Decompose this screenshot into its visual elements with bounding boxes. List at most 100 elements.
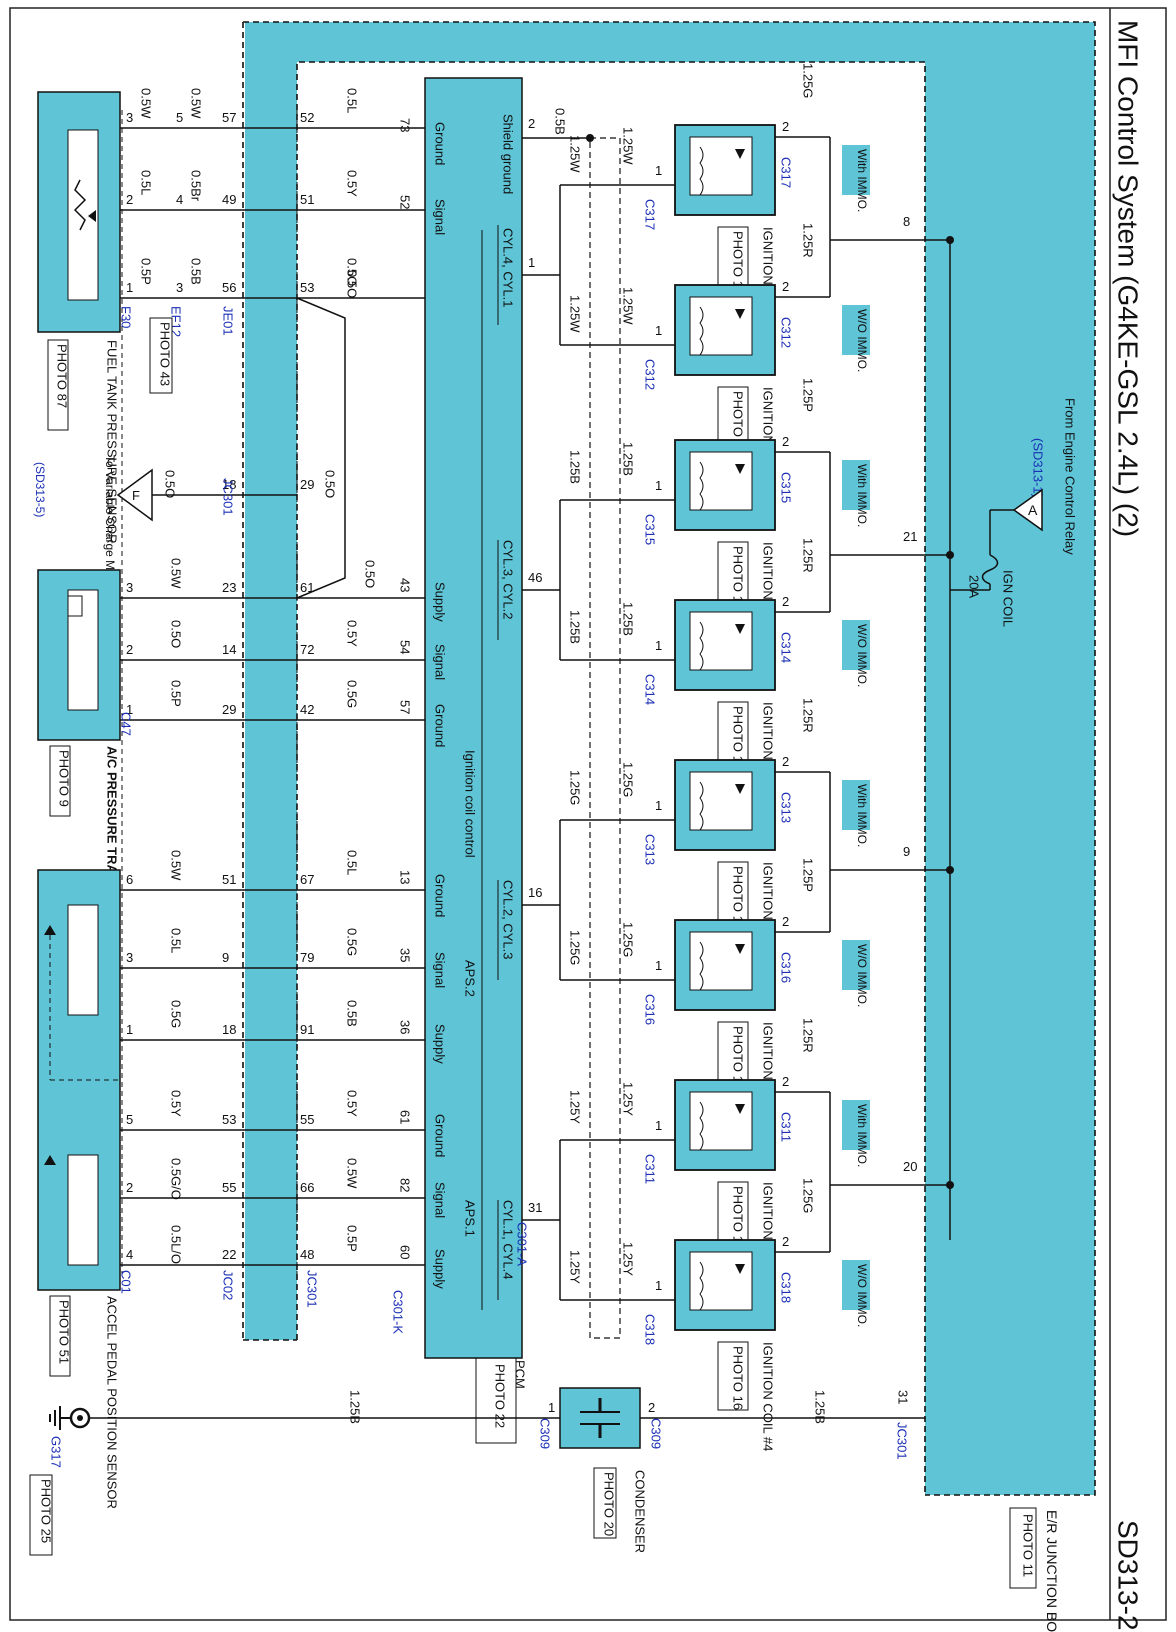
- junction-box-photo: PHOTO 11: [1021, 1514, 1036, 1577]
- diode-icon: [735, 149, 745, 159]
- jc301-pin: 55: [300, 1112, 314, 1127]
- jc301-bottom-connector: JC301: [305, 1270, 320, 1308]
- ef12-photo-box: [149, 317, 173, 394]
- apps-connector: C01: [119, 1270, 134, 1294]
- pcm-wire-label: 0.5L: [345, 88, 360, 113]
- condenser-name: CONDENSER: [633, 1470, 648, 1553]
- pcm-wire-label: 0.5O: [345, 258, 360, 286]
- pcm-ignition-pin: 1: [528, 255, 535, 270]
- with-immo-label: With IMMO.: [855, 464, 869, 527]
- ef12-photo: PHOTO 43: [158, 322, 173, 386]
- engine-relay-arrow-icon: [1012, 488, 1043, 532]
- diode-icon: [735, 784, 745, 794]
- vcm-letter: F: [132, 488, 140, 503]
- pcm-pin-label-ground: Ground: [433, 122, 448, 165]
- apps-photo: PHOTO 51: [57, 1300, 72, 1364]
- fuel-wire-label: 0.5P: [139, 258, 154, 285]
- fuel-tank-connector: F30: [119, 306, 134, 328]
- coil-winding-icon: [699, 621, 704, 671]
- coil-signal-wire-label: 1.25W: [621, 287, 636, 325]
- coil-signal-pin: 1: [655, 798, 662, 813]
- coil-trunk-wire-label: 1.25G: [568, 930, 583, 965]
- pcm-connector-k: C301-K: [391, 1290, 406, 1334]
- jb-pin-p8: 8: [903, 214, 910, 229]
- pcm-group-cyl32: CYL.3, CYL.2: [501, 540, 516, 620]
- wiper-arrow-icon: [88, 210, 96, 222]
- pcm-ignition-pin: 46: [528, 570, 542, 585]
- apps-wire-label: 0.5Y: [169, 1090, 184, 1117]
- vcm-pin: 18: [222, 477, 236, 492]
- apps-jc-pin: 51: [222, 872, 236, 887]
- vcm-pcm-wire-label: 0.5O: [323, 470, 338, 498]
- coil-signal-connector: C313: [643, 834, 658, 865]
- diode-icon: [735, 1104, 745, 1114]
- jc301-pin: 61: [300, 580, 314, 595]
- apps-pot-1: [67, 1154, 99, 1266]
- apps-pin: 1: [126, 1022, 133, 1037]
- coil-power-wire-label: 1.25R: [801, 1018, 816, 1053]
- coil-symbol-icon: [689, 771, 753, 831]
- coil-signal-wire-label: 1.25B: [621, 442, 636, 476]
- pcm-pin-number: 60: [398, 1245, 413, 1259]
- apps-pin: 6: [126, 872, 133, 887]
- ac-jc-pin: 23: [222, 580, 236, 595]
- fuel-sensor-pin: 3: [126, 110, 133, 125]
- coil-photo: PHOTO 16: [731, 546, 746, 610]
- coil-photo: PHOTO 16: [731, 231, 746, 295]
- coil-signal-pin: 1: [655, 958, 662, 973]
- pcm-pin-label-supply: Supply: [433, 1024, 448, 1064]
- condenser-pin-top: 2: [648, 1400, 655, 1415]
- wo-immo-label: W/O IMMO.: [855, 944, 869, 1007]
- pcm-pin-label-supply: Supply: [433, 582, 448, 622]
- jb-pin-31: 31: [896, 1390, 911, 1404]
- jc301-pin: 53: [300, 280, 314, 295]
- pcm-pin-label-ground: Ground: [433, 1114, 448, 1157]
- coil-power-pin: 2: [782, 119, 789, 134]
- ac-pcm-wire-label: 0.5G: [345, 680, 360, 708]
- pcm-group-cyl14: CYL.1, CYL.4: [501, 1200, 516, 1280]
- coil-connector: C315: [779, 472, 794, 503]
- jc301-pin: 51: [300, 192, 314, 207]
- coil-trunk-wire-label: 1.25G: [568, 770, 583, 805]
- coil-power-pin: 2: [782, 594, 789, 609]
- apps-photo-box: [49, 1295, 71, 1377]
- pcm-aps2: APS.2: [463, 960, 478, 997]
- shield-pin: 2: [528, 116, 535, 131]
- coil-trunk-wire-label: 1.25W: [568, 295, 583, 333]
- pcm-pin-number: 82: [398, 1178, 413, 1192]
- engine-relay-ref: (SD313-1): [1031, 438, 1046, 498]
- coil-connector: C313: [779, 792, 794, 823]
- bus-splice: [946, 866, 954, 874]
- pcm-group-cyl41: CYL.4, CYL.1: [501, 228, 516, 308]
- jb-connector-jc301: JC301: [895, 1422, 910, 1460]
- coil-photo: PHOTO 16: [731, 391, 746, 455]
- coil-power-wire-label: 1.25G: [801, 63, 816, 98]
- wo-immo-tag: [842, 940, 870, 990]
- pcm-pin-label-signal: Signal: [433, 952, 448, 988]
- apps-wire-label: 0.5G/O: [169, 1158, 184, 1200]
- coil-connector: C314: [779, 632, 794, 663]
- ef12-wire-label: 0.5W: [189, 88, 204, 119]
- apps-pcm-wire-label: 0.5Y: [345, 1090, 360, 1117]
- apps-pin: 4: [126, 1247, 133, 1262]
- ef12-wire-label: 0.5B: [189, 258, 204, 285]
- pcm-ignition-coil-control: Ignition coil control: [463, 750, 478, 858]
- with-immo-label: With IMMO.: [855, 784, 869, 847]
- coil-power-pin: 2: [782, 754, 789, 769]
- coil-signal-wire-label: 1.25G: [621, 762, 636, 797]
- apps-jc-pin: 22: [222, 1247, 236, 1262]
- pcm-photo-box: [475, 1357, 517, 1444]
- coil-signal-connector: C312: [643, 359, 658, 390]
- ac-sensor-pin: 2: [126, 642, 133, 657]
- coil-power-wire-label: 1.25R: [801, 698, 816, 733]
- coil-signal-connector: C315: [643, 514, 658, 545]
- coil-signal-pin: 1: [655, 1278, 662, 1293]
- vcm-jumper-wire: [296, 297, 346, 599]
- fuse-name: IGN COIL: [1001, 570, 1016, 627]
- apps-arrow-2-icon: [44, 925, 56, 935]
